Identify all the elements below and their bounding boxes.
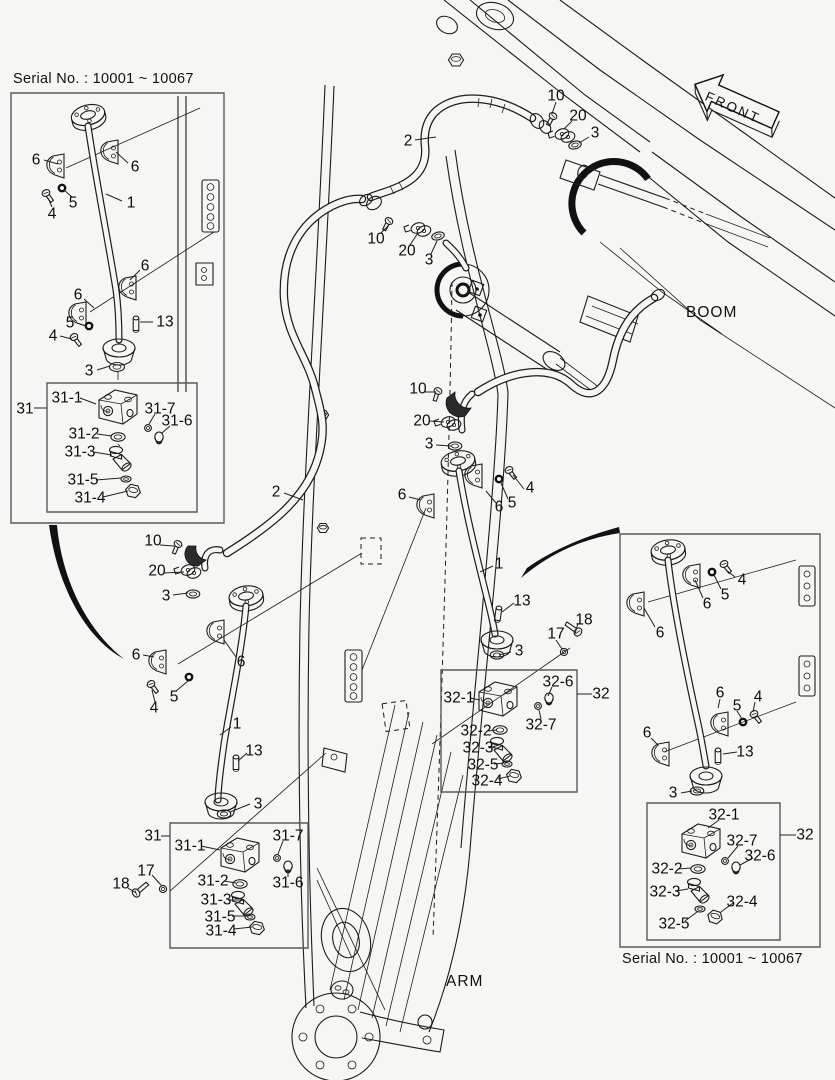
part-label: 32-2 [651, 860, 683, 878]
serial-number-bottom: Serial No. : 10001 ~ 10067 [622, 951, 803, 967]
part-label: 31-5 [204, 908, 236, 926]
part-label: 13 [736, 743, 754, 761]
part-label: 5 [732, 697, 742, 715]
part-label: 32-4 [726, 893, 758, 911]
part-label: 18 [575, 611, 593, 629]
part-label: 2 [403, 132, 413, 150]
part-label: 3 [424, 251, 434, 269]
part-label: 3 [84, 362, 94, 380]
part-label: 13 [156, 313, 174, 331]
part-label: 3 [590, 124, 600, 142]
leader-lines [34, 102, 796, 929]
part-label: 31-6 [161, 412, 193, 430]
part-label: 32-6 [744, 847, 776, 865]
part-label: 6 [73, 286, 83, 304]
part-label: 31-7 [144, 400, 176, 418]
part-label: 31 [144, 827, 162, 845]
part-label: 31-5 [67, 471, 99, 489]
part-label: 13 [245, 742, 263, 760]
front-arrow [684, 66, 788, 147]
part-label: 18 [112, 875, 130, 893]
part-label: 6 [655, 624, 665, 642]
part-label: 10 [409, 380, 427, 398]
part-label: 31-1 [174, 837, 206, 855]
boom-label: BOOM [686, 304, 738, 321]
part-label: 1 [232, 715, 242, 733]
part-label: 6 [715, 684, 725, 702]
part-label: 5 [720, 586, 730, 604]
part-label: 20 [569, 107, 587, 125]
part-label: 32-5 [658, 915, 690, 933]
part-label: 20 [148, 562, 166, 580]
part-label: 3 [668, 784, 678, 802]
part-label: 3 [253, 795, 263, 813]
part-label: 6 [397, 486, 407, 504]
part-label: 31-4 [205, 922, 237, 940]
part-label: 6 [131, 646, 141, 664]
part-label: 1 [494, 555, 504, 573]
part-label: 31-1 [51, 389, 83, 407]
part-label: 10 [547, 87, 565, 105]
part-label: 6 [130, 158, 140, 176]
part-label: 32-3 [462, 739, 494, 757]
part-label: 4 [753, 688, 763, 706]
part-label: 32-2 [460, 722, 492, 740]
part-label: 32-1 [443, 689, 475, 707]
part-label: 17 [547, 625, 565, 643]
part-label: 2 [271, 483, 281, 501]
arm-label: ARM [446, 973, 484, 990]
part-label: 6 [642, 724, 652, 742]
part-label: 3 [514, 642, 524, 660]
part-label: 6 [140, 257, 150, 275]
part-label: 32-5 [467, 756, 499, 774]
part-label: 32 [592, 685, 610, 703]
part-label: 6 [494, 498, 504, 516]
part-label: 31-2 [68, 425, 100, 443]
part-label: 32-4 [471, 772, 503, 790]
part-label: 31-6 [272, 874, 304, 892]
part-label: 5 [68, 194, 78, 212]
part-label: 6 [702, 595, 712, 613]
part-label: 4 [525, 479, 535, 497]
part-label: 32-7 [525, 716, 557, 734]
part-label: 13 [513, 592, 531, 610]
part-label: 32-6 [542, 673, 574, 691]
serial-number-top: Serial No. : 10001 ~ 10067 [13, 71, 194, 87]
part-label: 10 [144, 532, 162, 550]
part-label: 31-7 [272, 827, 304, 845]
part-label: 31-3 [200, 891, 232, 909]
part-label: 31-2 [197, 872, 229, 890]
part-label: 31 [16, 400, 34, 418]
part-label: 32-7 [726, 832, 758, 850]
part-label: 31-3 [64, 443, 96, 461]
part-label: 32 [796, 826, 814, 844]
part-label: 6 [236, 653, 246, 671]
part-label: 10 [367, 230, 385, 248]
part-label: 4 [737, 571, 747, 589]
part-label: 20 [413, 412, 431, 430]
part-label: 32-3 [649, 883, 681, 901]
part-label: 5 [169, 688, 179, 706]
part-label: 17 [137, 862, 155, 880]
part-label: 5 [507, 494, 517, 512]
part-label: 5 [65, 314, 75, 332]
part-label: 3 [424, 435, 434, 453]
part-label: 20 [398, 242, 416, 260]
part-label: 31-4 [74, 489, 106, 507]
part-label: 6 [31, 151, 41, 169]
part-label: 4 [47, 205, 57, 223]
part-label: 3 [161, 587, 171, 605]
part-label: 1 [126, 194, 136, 212]
part-label: 4 [48, 327, 58, 345]
part-label: 32-1 [708, 806, 740, 824]
part-label: 4 [149, 699, 159, 717]
